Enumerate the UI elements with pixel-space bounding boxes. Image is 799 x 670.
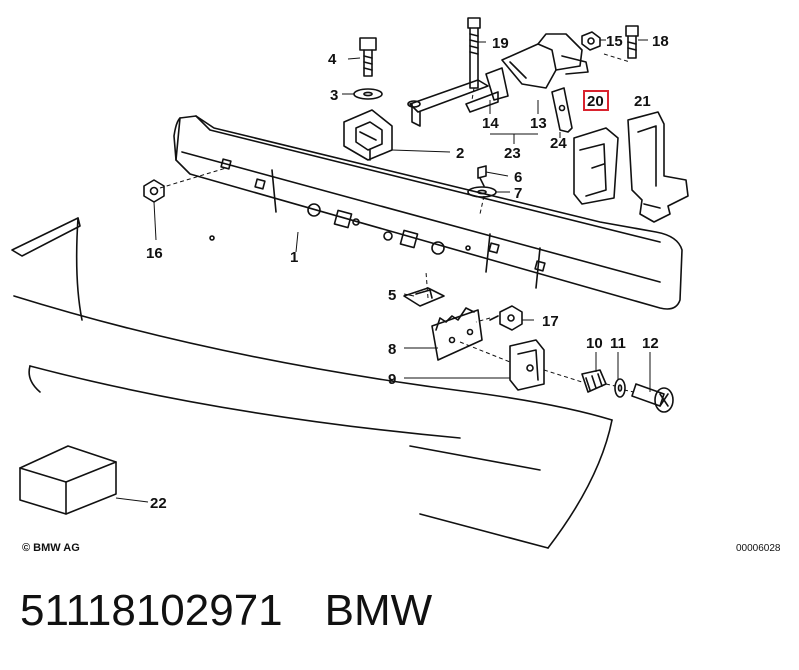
callout-12: 12	[642, 335, 659, 352]
bolt-19	[467, 17, 481, 89]
callout-6: 6	[514, 169, 522, 186]
callout-9: 9	[388, 371, 396, 388]
nut-16	[143, 179, 165, 203]
callout-8: 8	[388, 341, 396, 358]
parts-diagram: 1 2 3 4 5 6 7 8 9 10 11 12 13 14 15 16 1…	[11, 17, 689, 549]
trim-21	[627, 111, 689, 223]
bumper-beam	[173, 115, 683, 310]
callout-17: 17	[542, 313, 559, 330]
bolt-18	[625, 25, 639, 59]
part-caption: 51118102971 BMW	[20, 586, 474, 636]
absorber-20	[573, 127, 619, 205]
callout-14: 14	[482, 115, 499, 132]
bolt-17	[489, 305, 523, 331]
callout-13: 13	[530, 115, 547, 132]
callout-21: 21	[634, 93, 651, 110]
callout-1: 1	[290, 249, 298, 266]
callout-3: 3	[330, 87, 338, 104]
bolt-4	[353, 37, 383, 100]
bracket-24	[551, 87, 573, 133]
callout-2: 2	[456, 145, 464, 162]
callout-22: 22	[150, 495, 167, 512]
nut-15	[581, 31, 601, 51]
callout-18: 18	[652, 33, 669, 50]
screw-12	[631, 383, 674, 413]
washer-11	[614, 378, 626, 398]
bumper-cover	[11, 217, 613, 549]
callout-5: 5	[388, 287, 396, 304]
bracket-8	[431, 307, 483, 361]
callout-20: 20	[587, 93, 604, 110]
bracket-23	[407, 33, 589, 127]
clip-nut-9	[509, 339, 545, 391]
callout-15: 15	[606, 33, 623, 50]
foam-block-22	[19, 445, 117, 515]
washer-7	[467, 186, 497, 198]
callout-10: 10	[586, 335, 603, 352]
brand-name: BMW	[324, 586, 433, 635]
callout-24: 24	[550, 135, 567, 152]
callout-19: 19	[492, 35, 509, 52]
plate-5	[403, 287, 445, 307]
callout-16: 16	[146, 245, 163, 262]
clip-6	[477, 165, 487, 187]
callout-4: 4	[328, 51, 337, 68]
callout-11: 11	[610, 335, 626, 352]
spring-nut-10	[581, 369, 607, 393]
bracket-2	[343, 109, 393, 161]
highlight-box	[583, 90, 609, 111]
callout-23: 23	[504, 145, 521, 162]
copyright-label: © BMW AG	[22, 542, 80, 554]
drawing-number: 00006028	[736, 543, 781, 554]
callout-7: 7	[514, 185, 522, 202]
part-number: 51118102971	[20, 586, 283, 635]
